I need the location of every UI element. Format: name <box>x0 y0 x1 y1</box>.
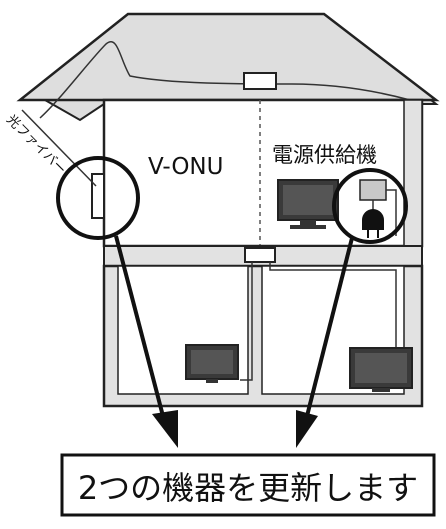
arrow-right <box>296 237 354 448</box>
onu-device <box>91 173 105 219</box>
fiber-label: 光ファイバー <box>3 112 69 178</box>
onu-highlight-circle <box>56 156 140 240</box>
roof-main <box>16 12 440 102</box>
power-supply-label: 電源供給機 <box>272 143 377 167</box>
power-supply-highlight-circle <box>332 168 408 244</box>
onu-label: V-ONU <box>148 154 223 180</box>
plug-icon <box>362 209 384 230</box>
wire-lower-right <box>269 262 397 350</box>
tv-lower-right <box>349 347 413 392</box>
power-cable <box>372 189 397 236</box>
fiber-line <box>21 109 97 187</box>
arrow-left <box>114 235 178 448</box>
tv-upper <box>277 179 339 229</box>
tv-lower-left <box>185 344 239 383</box>
caption-text: 2つの機器を更新します <box>78 469 418 507</box>
caption-box <box>60 453 436 517</box>
wire-lower-left <box>240 262 253 381</box>
fiber-cable <box>39 41 411 250</box>
floor-splitter-box <box>244 247 276 263</box>
attic-splitter-box <box>243 72 277 90</box>
power-supply-device <box>359 179 387 201</box>
